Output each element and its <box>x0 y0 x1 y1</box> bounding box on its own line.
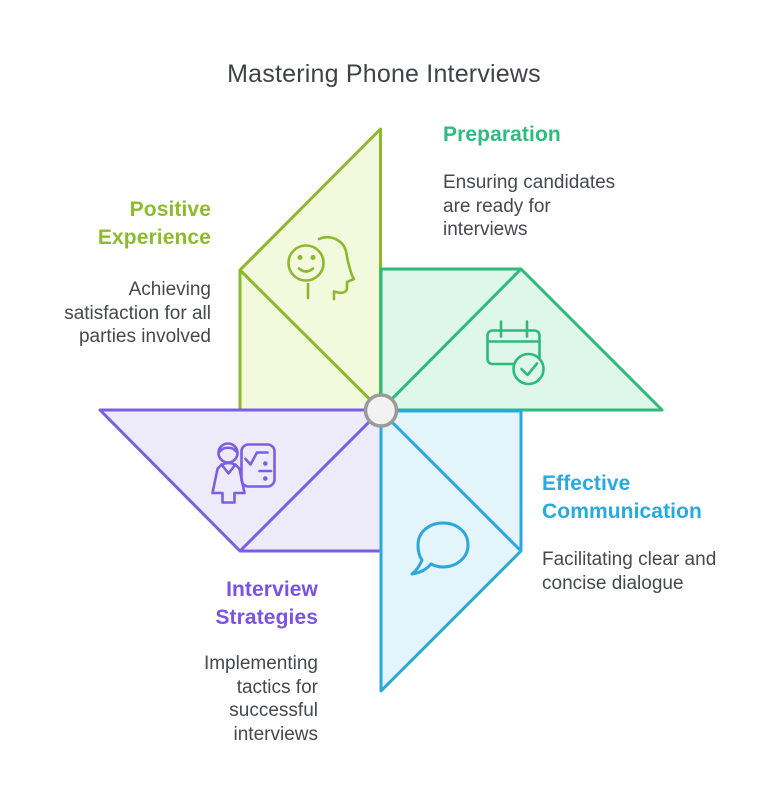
section-interview-strategies: Interview Strategies Implementing tactic… <box>204 576 318 746</box>
section-preparation: Preparation Ensuring candidates are read… <box>443 121 615 242</box>
blade-divider-line <box>238 408 383 553</box>
page-title: Mastering Phone Interviews <box>227 60 541 88</box>
blade-preparation <box>379 267 664 412</box>
section-preparation-description: Ensuring candidates are ready for interv… <box>443 172 616 240</box>
blade-divider-line <box>238 268 382 412</box>
blade-interview-strategies <box>98 408 383 553</box>
center-hub <box>363 393 399 428</box>
blade-shape <box>379 409 523 693</box>
blade-shape <box>379 267 664 412</box>
section-positive-experience: Positive Experience Achieving satisfacti… <box>64 196 211 349</box>
blade-effective-communication <box>379 409 523 693</box>
presenter-checklist-icon <box>211 442 276 504</box>
speech-bubble-icon <box>410 521 470 576</box>
blade-divider-line <box>379 409 523 553</box>
section-positive-experience-heading: Positive Experience <box>97 198 211 249</box>
section-interview-strategies-heading: Interview Strategies <box>215 578 318 629</box>
section-positive-experience-description: Achieving satisfaction for all parties i… <box>64 279 211 347</box>
section-effective-communication: Effective Communication Facilitating cle… <box>542 470 716 595</box>
head-smile-icon <box>287 235 356 301</box>
section-interview-strategies-description: Implementing tactics for successful inte… <box>203 653 318 745</box>
blade-positive-experience <box>238 127 382 412</box>
section-effective-communication-heading: Effective Communication <box>542 472 702 523</box>
blade-divider-line <box>379 267 523 412</box>
section-preparation-heading: Preparation <box>443 123 561 146</box>
section-effective-communication-description: Facilitating clear and concise dialogue <box>542 549 717 594</box>
calendar-check-icon <box>486 320 545 386</box>
